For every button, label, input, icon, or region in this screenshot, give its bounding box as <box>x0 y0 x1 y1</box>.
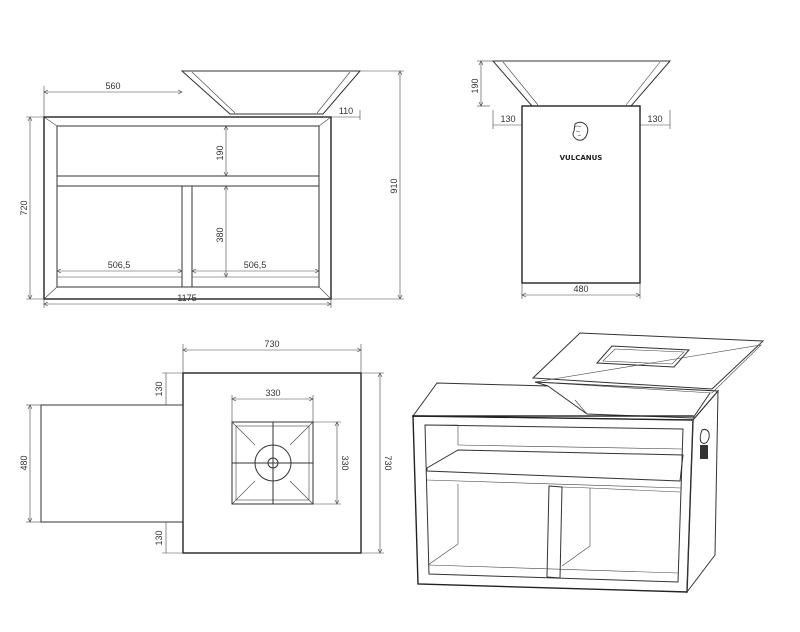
front-divider <box>181 185 193 288</box>
dim-front-720: 720 <box>19 200 29 215</box>
dim-front-506-right: 506,5 <box>244 260 267 270</box>
top-view: 730 330 330 730 480 130 <box>19 339 393 554</box>
front-bowl <box>180 70 362 115</box>
dim-top-130-lower: 130 <box>154 530 164 545</box>
dim-side-130-left: 130 <box>500 114 515 124</box>
dim-top-480: 480 <box>19 455 29 470</box>
dim-side-480: 480 <box>573 284 588 294</box>
dim-front-910: 910 <box>389 178 399 193</box>
top-body-under <box>40 404 184 523</box>
dim-top-130-upper: 130 <box>154 381 164 396</box>
front-body-inner <box>56 125 320 288</box>
iso-cabinet-top <box>412 381 720 421</box>
dim-top-330-width: 330 <box>265 388 280 398</box>
iso-side-logo <box>699 428 710 459</box>
dim-side-190: 190 <box>470 78 480 93</box>
dim-top-730-width: 730 <box>264 339 279 349</box>
dim-front-1175: 1175 <box>177 293 196 303</box>
side-body <box>521 105 641 284</box>
iso-cabinet-side <box>686 389 719 594</box>
front-view: 560 110 720 910 190 380 506,5 <box>19 70 404 308</box>
iso-lid <box>531 332 765 390</box>
grate <box>231 421 314 505</box>
logo-text: VULCANUS <box>560 154 603 162</box>
dim-front-190: 190 <box>215 145 225 160</box>
dim-top-730-depth: 730 <box>383 455 393 470</box>
side-view: VULCANUS 190 130 130 480 <box>470 60 672 299</box>
dim-front-110: 110 <box>339 106 353 116</box>
dim-front-380: 380 <box>215 227 225 242</box>
front-shelf <box>56 175 320 187</box>
front-body-outer <box>43 116 332 300</box>
side-bowl <box>491 60 672 107</box>
dim-top-330-depth: 330 <box>340 455 350 470</box>
dim-side-130-right: 130 <box>647 114 662 124</box>
brand-logo: VULCANUS <box>560 121 603 162</box>
dim-front-560: 560 <box>105 81 120 91</box>
iso-view <box>412 332 765 594</box>
dim-front-506-left: 506,5 <box>108 260 131 270</box>
